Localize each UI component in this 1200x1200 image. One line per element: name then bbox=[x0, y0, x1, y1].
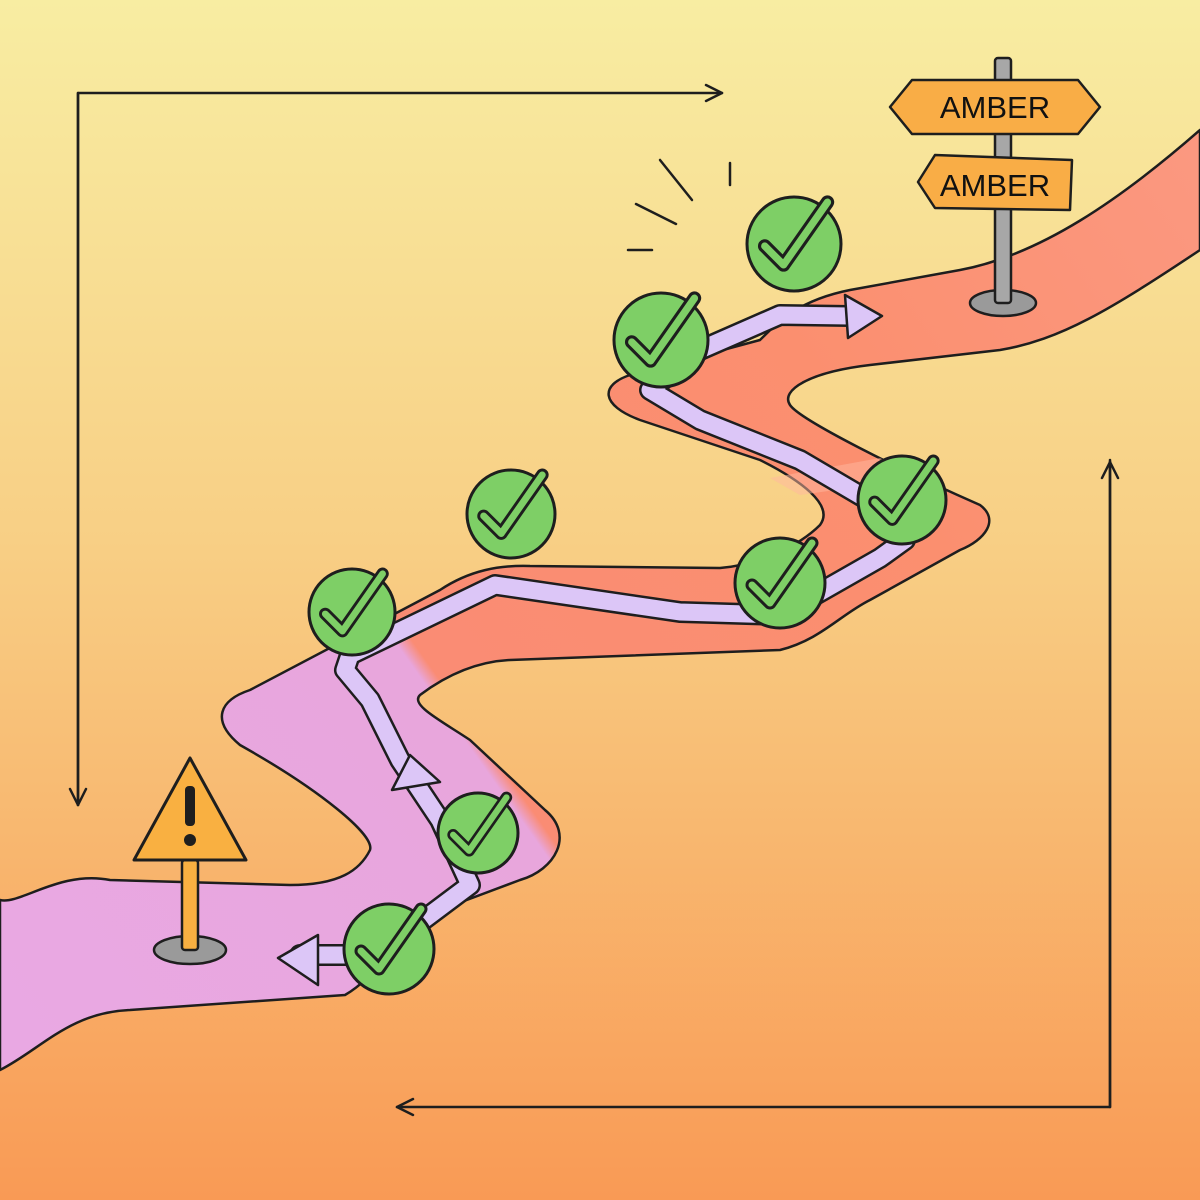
lower-sign-label: AMBER bbox=[940, 168, 1050, 203]
green-checkmark-icon bbox=[307, 567, 397, 657]
directional-signpost-icon: AMBER AMBER bbox=[888, 56, 1102, 318]
warning-triangle-icon bbox=[132, 756, 248, 966]
route-arrowhead-right bbox=[843, 293, 884, 340]
sparkle-icon bbox=[626, 158, 732, 252]
route-arrowhead-left bbox=[276, 933, 320, 987]
green-checkmark-icon bbox=[612, 291, 710, 389]
green-checkmark-icon bbox=[733, 536, 827, 630]
lower-sign bbox=[916, 153, 1074, 212]
green-checkmark-icon bbox=[856, 454, 948, 546]
checkpoints bbox=[307, 195, 948, 996]
green-checkmark-icon bbox=[465, 468, 557, 560]
upper-sign-label: AMBER bbox=[940, 90, 1050, 125]
route-arrowhead-up bbox=[390, 753, 442, 792]
upper-sign bbox=[888, 78, 1102, 136]
green-checkmark-icon bbox=[745, 195, 843, 293]
cycle-arrow-icon bbox=[68, 83, 1120, 1117]
green-checkmark-icon bbox=[342, 902, 436, 996]
green-checkmark-icon bbox=[436, 791, 520, 875]
